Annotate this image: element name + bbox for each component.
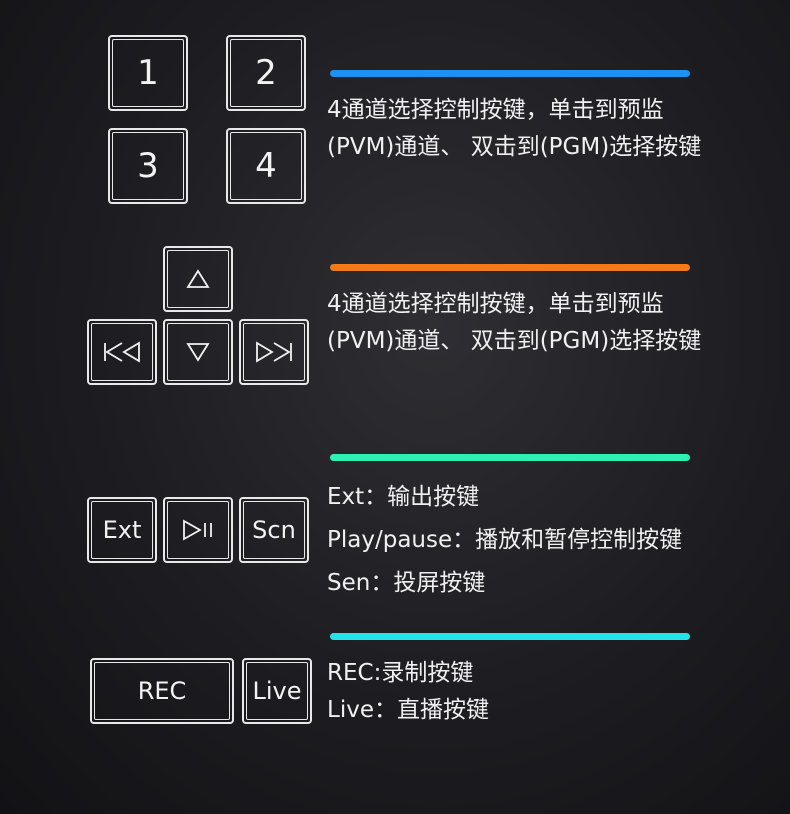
channel-key-1-label: 1 <box>137 53 159 93</box>
live-key-label: Live <box>252 677 302 705</box>
rec-key-label: REC <box>137 677 187 705</box>
channel-key-3-label: 3 <box>137 146 159 186</box>
skip-forward-icon <box>256 341 292 363</box>
prev-key[interactable] <box>87 319 157 385</box>
nav-desc-line-1: 4通道选择控制按键，单击到预监 <box>327 291 664 317</box>
play-pause-key[interactable] <box>163 497 233 563</box>
green-divider-bar <box>330 454 690 461</box>
ext-key[interactable]: Ext <box>87 497 157 563</box>
blue-divider-bar <box>330 70 690 77</box>
channel-desc-line-1: 4通道选择控制按键，单击到预监 <box>327 97 664 123</box>
channel-key-3[interactable]: 3 <box>108 128 188 204</box>
func-keys-description: Ext：输出按键 Play/pause：播放和暂停控制按键 Sen：投屏按键 <box>327 476 682 605</box>
rec-desc-line-2: Live：直播按键 <box>327 697 489 723</box>
skip-back-icon <box>104 341 140 363</box>
next-key[interactable] <box>239 319 309 385</box>
nav-keys-description: 4通道选择控制按键，单击到预监 (PVM)通道、 双击到(PGM)选择按键 <box>327 286 701 360</box>
triangle-down-icon <box>186 343 210 362</box>
channel-key-2[interactable]: 2 <box>226 35 306 111</box>
channel-key-1[interactable]: 1 <box>108 35 188 111</box>
channel-desc-line-2: (PVM)通道、 双击到(PGM)选择按键 <box>327 134 702 160</box>
func-desc-line-3: Sen：投屏按键 <box>327 570 486 596</box>
orange-divider-bar <box>330 264 690 271</box>
channel-keys-description: 4通道选择控制按键，单击到预监 (PVM)通道、 双击到(PGM)选择按键 <box>327 92 701 166</box>
channel-key-4[interactable]: 4 <box>226 128 306 204</box>
scn-key[interactable]: Scn <box>239 497 309 563</box>
ext-key-label: Ext <box>102 516 142 544</box>
scn-key-label: Scn <box>252 516 296 544</box>
cyan-divider-bar <box>330 633 690 640</box>
up-key[interactable] <box>163 246 233 312</box>
func-desc-line-2: Play/pause：播放和暂停控制按键 <box>327 527 683 553</box>
play-pause-icon <box>183 519 212 541</box>
rec-desc-line-1: REC:录制按键 <box>327 660 474 686</box>
nav-desc-line-2: (PVM)通道、 双击到(PGM)选择按键 <box>327 328 702 354</box>
triangle-up-icon <box>186 269 210 288</box>
func-desc-line-1: Ext：输出按键 <box>327 484 480 510</box>
channel-key-2-label: 2 <box>255 53 277 93</box>
live-key[interactable]: Live <box>242 658 312 724</box>
rec-key[interactable]: REC <box>90 658 234 724</box>
rec-keys-description: REC:录制按键 Live：直播按键 <box>327 655 489 729</box>
channel-key-4-label: 4 <box>255 146 277 186</box>
down-key[interactable] <box>163 319 233 385</box>
